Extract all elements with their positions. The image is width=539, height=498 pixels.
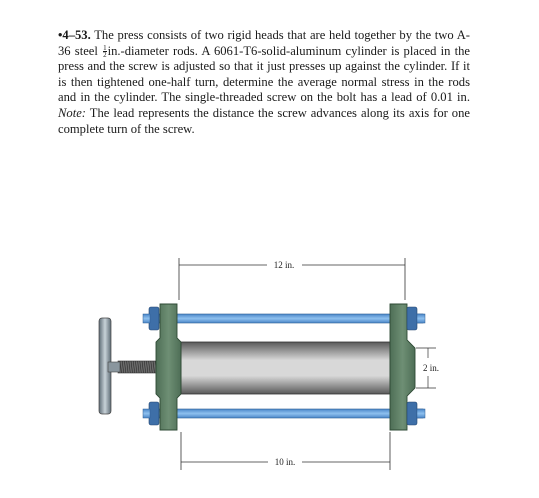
screw-thread <box>152 360 155 374</box>
dimension-label-12in: 12 in. <box>274 260 295 270</box>
note-text: The lead represents the distance the scr… <box>58 105 470 136</box>
nut-bottom-left <box>148 401 160 426</box>
rod-end-bottom-left <box>142 408 151 419</box>
screw-thread <box>150 360 153 374</box>
nut-bottom-right <box>406 401 418 426</box>
dimension-label-10in: 10 in. <box>275 457 296 467</box>
rod-end-top-right <box>416 313 426 324</box>
screw-thread <box>148 360 151 374</box>
dimension-10in: 10 in. <box>180 432 391 470</box>
problem-text-part1: The press consists of two rigid heads th… <box>58 28 470 58</box>
dimension-12in: 12 in. <box>178 258 406 300</box>
screw-thread <box>139 360 142 374</box>
note-label: Note: <box>58 105 86 120</box>
rod-end-bottom-right <box>416 408 426 419</box>
rod-end-top-left <box>142 313 151 324</box>
dimension-2in: 2 in. <box>416 347 439 389</box>
screw-thread <box>121 360 124 374</box>
problem-number: •4–53. <box>58 28 91 42</box>
nut-top-right <box>406 306 418 331</box>
screw-thread <box>143 360 146 374</box>
fraction-numerator: 1 <box>103 44 107 53</box>
screw-thread <box>128 360 131 374</box>
t-handle <box>98 317 121 415</box>
left-rigid-head <box>155 303 182 431</box>
aluminum-cylinder <box>180 341 391 395</box>
nut-top-left <box>148 306 160 331</box>
screw-thread <box>132 360 135 374</box>
rod-bottom <box>154 408 424 419</box>
problem-text-part2: in.-diameter rods. A 6061-T6-solid-alumi… <box>58 43 471 105</box>
fraction-denominator: 2 <box>103 51 107 60</box>
screw-thread <box>141 360 144 374</box>
rod-top <box>154 313 424 324</box>
problem-statement: •4–53. The press consists of two rigid h… <box>58 28 470 137</box>
screw-thread <box>126 360 129 374</box>
screw <box>117 360 159 374</box>
screw-thread <box>146 360 149 374</box>
dimension-label-2in: 2 in. <box>423 363 439 373</box>
screw-thread <box>130 360 133 374</box>
screw-thread <box>124 360 127 374</box>
screw-thread <box>135 360 138 374</box>
screw-thread <box>137 360 140 374</box>
